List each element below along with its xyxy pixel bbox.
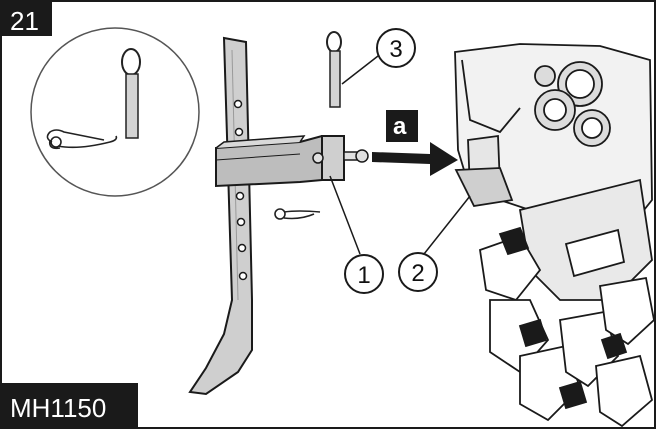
callout-2: 2 xyxy=(398,252,438,292)
gearbox xyxy=(534,61,611,147)
detail-inset xyxy=(30,27,200,197)
step-tag: 21 xyxy=(2,2,52,36)
blade-holder-bracket xyxy=(215,135,369,188)
arrow-label: a xyxy=(393,113,407,140)
tiller-machine xyxy=(454,43,655,428)
step-number: 21 xyxy=(10,6,39,36)
direction-arrow: a xyxy=(372,110,458,176)
tiller-tines xyxy=(478,226,655,428)
bracket-bolt xyxy=(312,149,369,164)
callout-1-label: 1 xyxy=(357,262,370,289)
blade-holes xyxy=(233,99,248,281)
tine-blade xyxy=(188,36,253,396)
inset-pin xyxy=(121,48,141,139)
model-code: MH1150 xyxy=(10,393,106,423)
model-tag: MH1150 xyxy=(2,383,138,427)
callout-1: 1 xyxy=(344,254,384,294)
linch-pin xyxy=(326,31,342,108)
callout-2-label: 2 xyxy=(411,260,424,287)
hairpin-clip xyxy=(274,208,321,220)
callout-3: 3 xyxy=(376,28,416,68)
callout-3-label: 3 xyxy=(389,36,402,63)
inset-hairpin-clip xyxy=(46,129,118,150)
callout-leaders xyxy=(329,55,471,255)
